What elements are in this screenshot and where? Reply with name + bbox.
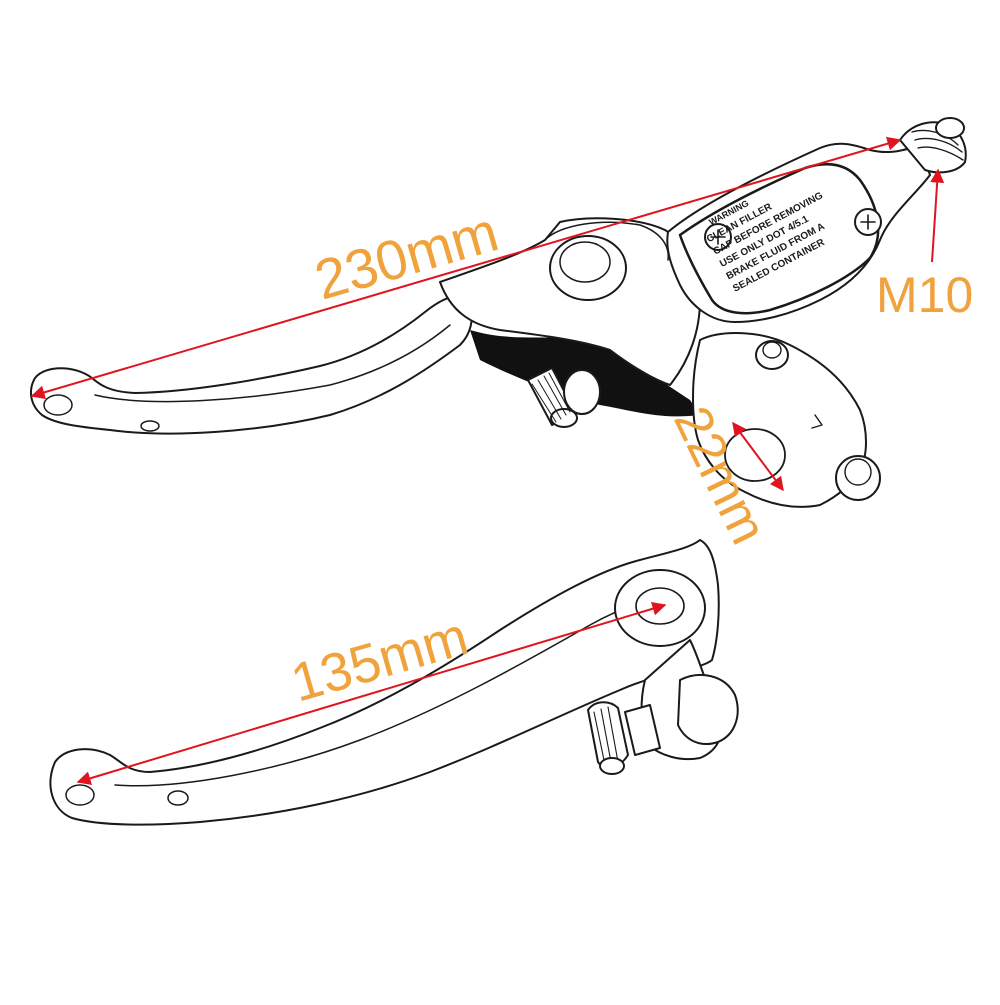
dimension-arrows — [30, 136, 945, 786]
lever-rivet — [140, 420, 160, 432]
arrow-lever-length — [76, 601, 667, 786]
clamp-top-bolt — [755, 340, 789, 370]
lever-blade — [29, 295, 473, 435]
adjuster-collar — [563, 369, 601, 415]
clutch-pivot-boss — [614, 569, 706, 647]
clutch-rivet — [167, 790, 189, 806]
arrow-overall-length — [30, 136, 902, 400]
arrow-bolt-thread — [930, 168, 945, 263]
clamp-bolt — [835, 455, 881, 501]
master-cylinder-lever — [29, 117, 967, 508]
arrow-clamp-diameter — [732, 421, 784, 492]
clamp-notch — [811, 414, 823, 429]
cap-screw-right — [854, 208, 882, 236]
banjo-fitting — [899, 117, 967, 174]
label-bolt-thread: M10 — [876, 267, 973, 323]
